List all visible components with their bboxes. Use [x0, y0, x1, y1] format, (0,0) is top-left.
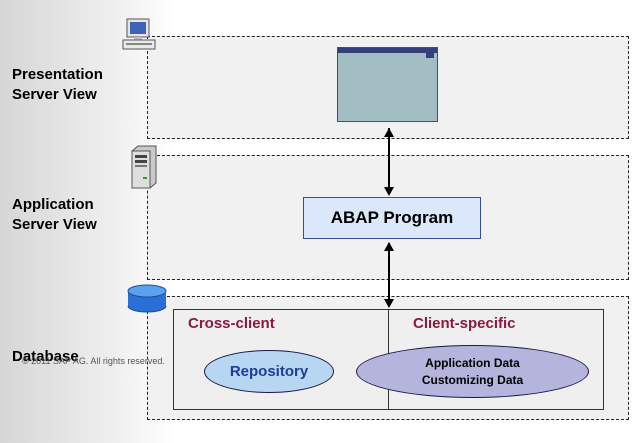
copyright-notice: © 2011 SAP AG. All rights reserved. [22, 356, 165, 366]
application-layer-label: Application Server View [12, 195, 97, 235]
application-data-label: Application Data [425, 355, 520, 370]
database-label: Database [12, 348, 79, 365]
monitor-icon [122, 18, 156, 50]
server-icon [131, 145, 157, 189]
window-titlebar [338, 48, 437, 53]
arrowhead-down-icon [384, 187, 394, 196]
cross-client-title: Cross-client [188, 315, 275, 332]
presentation-label-line2: Server View [12, 86, 97, 103]
arrowhead-down-icon [384, 299, 394, 308]
gui-window-icon [337, 47, 438, 122]
client-specific-title: Client-specific [413, 315, 516, 332]
abap-program-box: ABAP Program [303, 197, 481, 239]
database-layer-label: Database [12, 347, 79, 367]
database-cylinder-icon [127, 284, 167, 313]
application-label-line2: Server View [12, 216, 97, 233]
presentation-label-line1: Presentation [12, 66, 103, 83]
presentation-layer-label: Presentation Server View [12, 65, 103, 105]
connector-window-to-program [388, 128, 390, 192]
customizing-data-label: Customizing Data [421, 372, 524, 387]
window-corner-control [426, 51, 434, 58]
application-data-ellipse: Application Data Customizing Data [356, 345, 589, 398]
repository-ellipse: Repository [204, 350, 334, 393]
application-label-line1: Application [12, 196, 94, 213]
connector-program-to-database [388, 243, 390, 304]
